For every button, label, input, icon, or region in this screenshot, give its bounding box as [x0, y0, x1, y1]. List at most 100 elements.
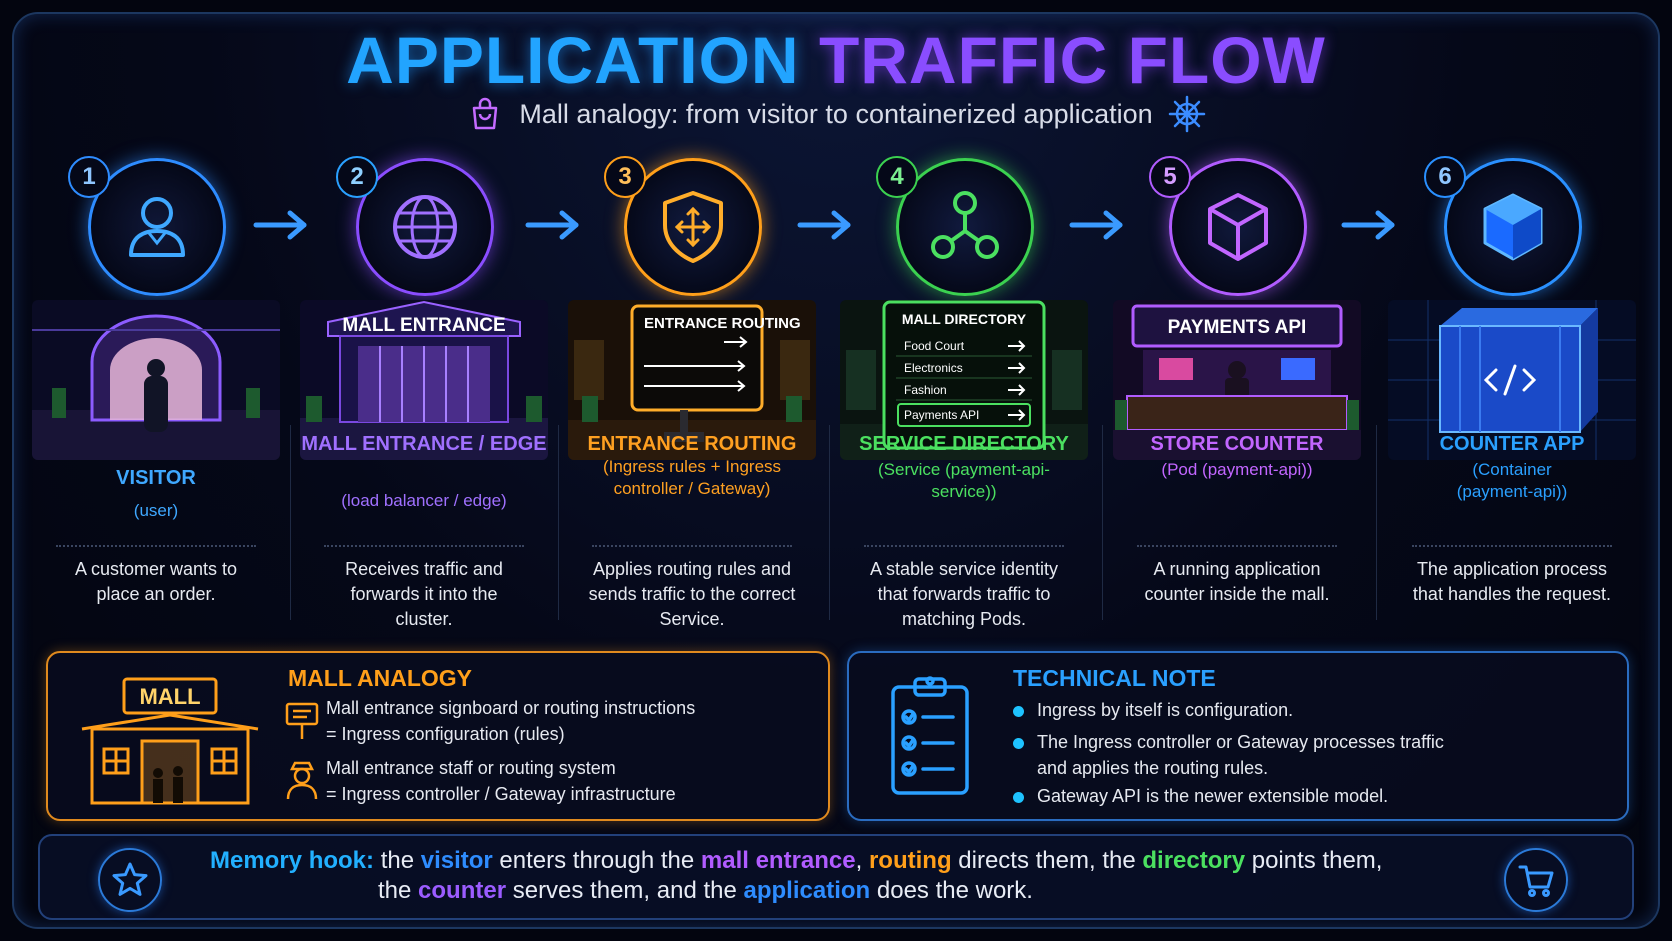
clipboard-checklist-icon — [891, 676, 969, 795]
mall-entrance-ring — [356, 158, 494, 296]
mall-entrance-illustration: MALL ENTRANCE — [300, 300, 548, 460]
step-tech: (load balancer / edge) — [341, 491, 507, 510]
step-separator — [1137, 545, 1337, 547]
memory-hook-segment: does the work. — [870, 877, 1033, 904]
scene-sign: PAYMENTS API — [1168, 317, 1307, 338]
memory-hook-label: Memory hook: — [210, 847, 375, 874]
mall-doorway-illustration — [32, 300, 280, 460]
subtitle: Mall analogy: from visitor to containeri… — [519, 98, 1153, 129]
step-separator — [592, 545, 792, 547]
bullet-dot — [1013, 792, 1024, 803]
globe-icon — [393, 195, 457, 259]
memory-hook-segment: points them, — [1245, 847, 1383, 874]
memory-hook-segment: directs them, the — [951, 847, 1143, 874]
step-separator — [1412, 545, 1612, 547]
memory-hook-segment: the — [380, 847, 421, 874]
scene-sign: MALL DIRECTORY — [902, 311, 1027, 327]
counter-app-scene — [1388, 300, 1636, 460]
mall-analogy-title: MALL ANALOGY — [288, 665, 472, 691]
tech-bullet-line: The Ingress controller or Gateway proces… — [1037, 732, 1444, 752]
step-number: 3 — [604, 156, 646, 198]
step-tech: (Pod (payment-api)) — [1161, 460, 1313, 479]
column-divider — [1102, 425, 1103, 620]
step-number: 2 — [336, 156, 378, 198]
memory-hook-keyword: routing — [868, 847, 952, 874]
entrance-routing-ring — [624, 158, 762, 296]
step-number: 4 — [876, 156, 918, 198]
technical-note-panel: TECHNICAL NOTE Ingress by itself is conf… — [847, 651, 1629, 821]
user-icon — [129, 197, 185, 257]
analogy-row-line: Mall entrance signboard or routing instr… — [326, 698, 696, 718]
step-description: A stable service identity that forwards … — [869, 559, 1059, 629]
flow-arrow-icon — [253, 210, 307, 240]
step-tech: (Container (payment-api)) — [1456, 460, 1568, 501]
step-description: Applies routing rules and sends traffic … — [588, 559, 796, 629]
memory-hook-keyword: visitor — [420, 847, 493, 874]
memory-hook-keyword: application — [743, 877, 871, 904]
column-divider — [829, 425, 830, 620]
tech-bullet: Gateway API is the newer extensible mode… — [1013, 783, 1388, 809]
bullet-dot — [1013, 738, 1024, 749]
step-label: ENTRANCE ROUTING — [587, 433, 797, 455]
memory-hook-segment: serves them, and the — [506, 877, 744, 904]
flow-arrow-icon — [797, 210, 851, 240]
step-description: A customer wants to place an order. — [74, 559, 238, 604]
step-number: 1 — [68, 156, 110, 198]
title-part-1: APPLICATION — [346, 23, 800, 97]
routing-sign-illustration: ENTRANCE ROUTING — [568, 300, 816, 460]
star-icon — [112, 862, 148, 896]
step-visitor: 1 VISITOR (user) A customer wants to pla… — [32, 150, 280, 638]
flow-arrow-icon — [525, 210, 579, 240]
memory-hook-segment: enters through the — [492, 847, 701, 874]
bullet-dot — [1013, 706, 1024, 717]
step-separator — [324, 545, 524, 547]
memory-hook-segment: , — [855, 847, 869, 874]
visitor-ring — [88, 158, 226, 296]
flow-arrow-icon — [1341, 210, 1395, 240]
store-counter-scene: PAYMENTS API — [1113, 300, 1361, 460]
step-counter-app: 6 COUNTER APP (Container (payment-api)) … — [1388, 150, 1636, 638]
counter-app-ring — [1444, 158, 1582, 296]
mall-directory-illustration: MALL DIRECTORY Food Court Electronics Fa… — [840, 300, 1088, 460]
step-tech: (user) — [133, 501, 179, 520]
analogy-row-line: = Ingress configuration (rules) — [326, 724, 565, 744]
memory-hook-keyword: directory — [1142, 847, 1246, 874]
visitor-scene — [32, 300, 280, 460]
store-counter-ring — [1169, 158, 1307, 296]
shield-arrows-icon — [663, 191, 723, 263]
step-tech: (Ingress rules + Ingress controller / Ga… — [602, 457, 782, 498]
tech-bullet: Ingress by itself is configuration. — [1013, 697, 1293, 723]
step-mall-entrance: 2 MALL ENTRANCE MALL ENTRANCE / EDGE (lo… — [300, 150, 548, 638]
mall-entrance-scene: MALL ENTRANCE — [300, 300, 548, 460]
star-badge — [98, 848, 162, 912]
shopping-cart-icon — [1518, 865, 1554, 897]
scene-sign: ENTRANCE ROUTING — [644, 315, 801, 332]
column-divider — [290, 425, 291, 620]
title-part-2: TRAFFIC FLOW — [818, 23, 1326, 97]
service-nodes-icon — [931, 191, 999, 259]
shopping-bag-icon — [473, 97, 498, 130]
mall-building-icon: MALL — [81, 677, 259, 805]
memory-hook-line-1: Memory hook: the visitor enters through … — [210, 846, 1382, 876]
service-directory-scene: MALL DIRECTORY Food Court Electronics Fa… — [840, 300, 1088, 460]
mall-analogy-panel: MALL MALL ANALOGY Mall entrance signboar… — [46, 651, 830, 821]
column-divider — [558, 425, 559, 620]
flow-arrow-icon — [1069, 210, 1123, 240]
memory-hook-line-2: the counter serves them, and the applica… — [378, 876, 1033, 906]
memory-hook-panel: Memory hook: the visitor enters through … — [38, 834, 1634, 920]
directory-item: Payments API — [904, 408, 979, 422]
step-tech: (Service (payment-api-service)) — [878, 460, 1050, 501]
step-description: Receives traffic and forwards it into th… — [345, 559, 503, 629]
step-store-counter: 5 PAYMENTS API STORE COUNTER (Pod (payme… — [1113, 150, 1361, 638]
step-separator — [864, 545, 1064, 547]
kubernetes-helm-icon — [1168, 95, 1205, 133]
scene-sign: MALL ENTRANCE — [342, 315, 505, 336]
column-divider — [1376, 425, 1377, 620]
step-label: SERVICE DIRECTORY — [859, 433, 1069, 455]
container-illustration — [1388, 300, 1636, 460]
analogy-row-line: = Ingress controller / Gateway infrastru… — [326, 784, 676, 804]
step-service-directory: 4 MALL DIRECTORY Food Court Electronics … — [840, 150, 1088, 638]
technical-note-title: TECHNICAL NOTE — [1013, 665, 1216, 691]
step-description: The application process that handles the… — [1412, 559, 1612, 604]
step-description: A running application counter inside the… — [1144, 559, 1330, 604]
